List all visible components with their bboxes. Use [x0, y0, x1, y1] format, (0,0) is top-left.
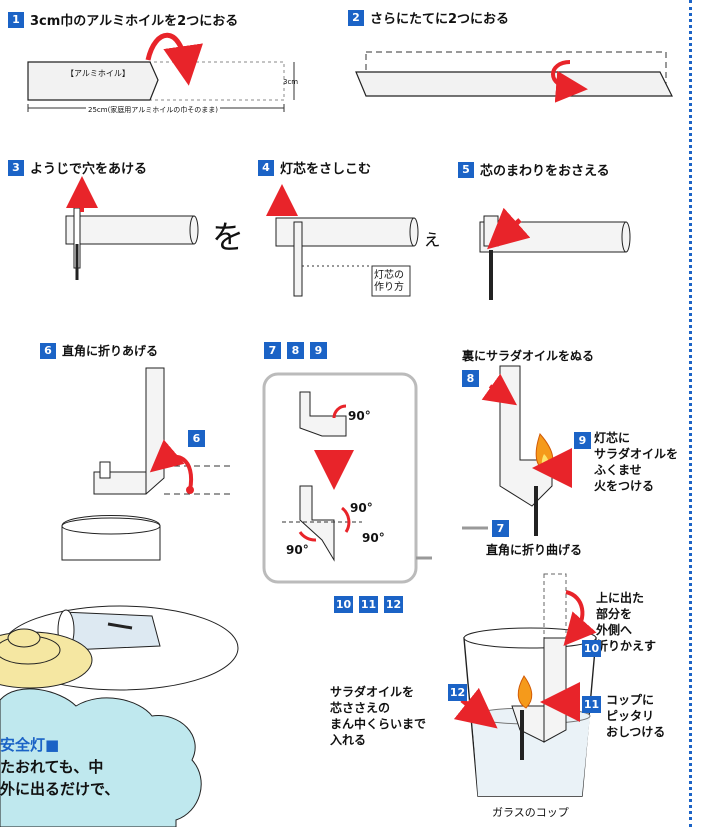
step12-text: サラダオイルを 芯ささえの まん中くらいまで 入れる [330, 685, 427, 747]
fig6-marker: 6 [188, 430, 205, 447]
step6-number: 6 [40, 342, 56, 359]
step7-text: 直角に折り曲げる [486, 543, 583, 557]
cloud-line3: 外に出るだけで、 [0, 780, 120, 798]
glass-step10-number: 10 [582, 640, 601, 657]
step2-number: 2 [348, 9, 364, 26]
step9-text: 灯芯に サラダオイルを ふくませ 火をつける [594, 431, 679, 493]
fig1-foil [27, 32, 295, 112]
fig4-foil [266, 184, 419, 297]
fig-glass [453, 573, 597, 797]
step5-title: 芯のまわりをおさえる [480, 164, 610, 179]
step10-text: 上に出た 部分を 外側へ 折りかえす [596, 591, 657, 653]
angle-90-left: 90° [286, 543, 309, 557]
fig1-foil-label: 【アルミホイル】 [66, 69, 130, 78]
fig5-foil [479, 207, 631, 300]
step4-heading: 4 灯芯をさしこむ [258, 158, 371, 177]
oil-back-title: 裏にサラダオイルをぬる [462, 349, 595, 363]
step5-number: 5 [458, 161, 474, 178]
step5-heading: 5 芯のまわりをおさえる [458, 160, 610, 179]
step12-number: 12 [384, 596, 403, 613]
step10-number: 10 [334, 596, 353, 613]
step8-number: 8 [287, 342, 304, 359]
step9-number: 9 [310, 342, 327, 359]
step1-heading: 1 3cm巾のアルミホイルを2つにおる [8, 10, 238, 29]
fig1-width-label: 25cm(家庭用アルミホイルの巾そのまま) [86, 105, 220, 115]
step101112-heading: 10 11 12 [334, 596, 403, 613]
fig2-foil [355, 51, 673, 103]
step11-number: 11 [359, 596, 378, 613]
step3-heading: 3 ようじで穴をあける [8, 158, 147, 177]
step6-title: 直角に折りあげる [62, 344, 159, 358]
glass-step12-number: 12 [448, 684, 467, 701]
step3-title: ようじで穴をあける [30, 162, 148, 177]
fig1-height-label: 3cm [283, 78, 299, 86]
angle-90-top: 90° [348, 409, 371, 423]
fig6-foil [61, 367, 232, 561]
right-dotted-border [689, 0, 692, 827]
glass-caption: ガラスのコップ [492, 806, 569, 819]
step6-heading: 6 直角に折りあげる [40, 342, 158, 359]
step11-text: コップに ピッタリ おしつける [606, 693, 666, 739]
right-step7-number: 7 [492, 520, 509, 537]
step2-title: さらにたてに2つにおる [370, 12, 510, 27]
fig3-foil [65, 176, 199, 280]
overlay-char-2: ぇ [422, 226, 442, 250]
step789-heading: 7 8 9 [264, 342, 327, 359]
wick-how-to-label: 灯芯の 作り方 [374, 270, 404, 293]
fig-right-candle [462, 365, 572, 536]
step7-number: 7 [264, 342, 281, 359]
step4-number: 4 [258, 159, 274, 176]
step2-heading: 2 さらにたてに2つにおる [348, 8, 509, 27]
fig789-panel [262, 372, 432, 584]
cloud-line2: たおれても、中 [0, 758, 104, 776]
overlay-char: を [212, 218, 245, 256]
fig-bottom-left [0, 605, 239, 827]
right-step9-number: 9 [574, 432, 591, 449]
angle-90-mid: 90° [350, 501, 373, 515]
step1-number: 1 [8, 11, 24, 28]
cloud-title: 安全灯■ [0, 736, 60, 754]
right-step8-number: 8 [462, 370, 479, 387]
step3-number: 3 [8, 159, 24, 176]
step1-title: 3cm巾のアルミホイルを2つにおる [30, 14, 239, 29]
angle-90-right: 90° [362, 531, 385, 545]
glass-step11-number: 11 [582, 696, 601, 713]
step4-title: 灯芯をさしこむ [280, 162, 372, 177]
